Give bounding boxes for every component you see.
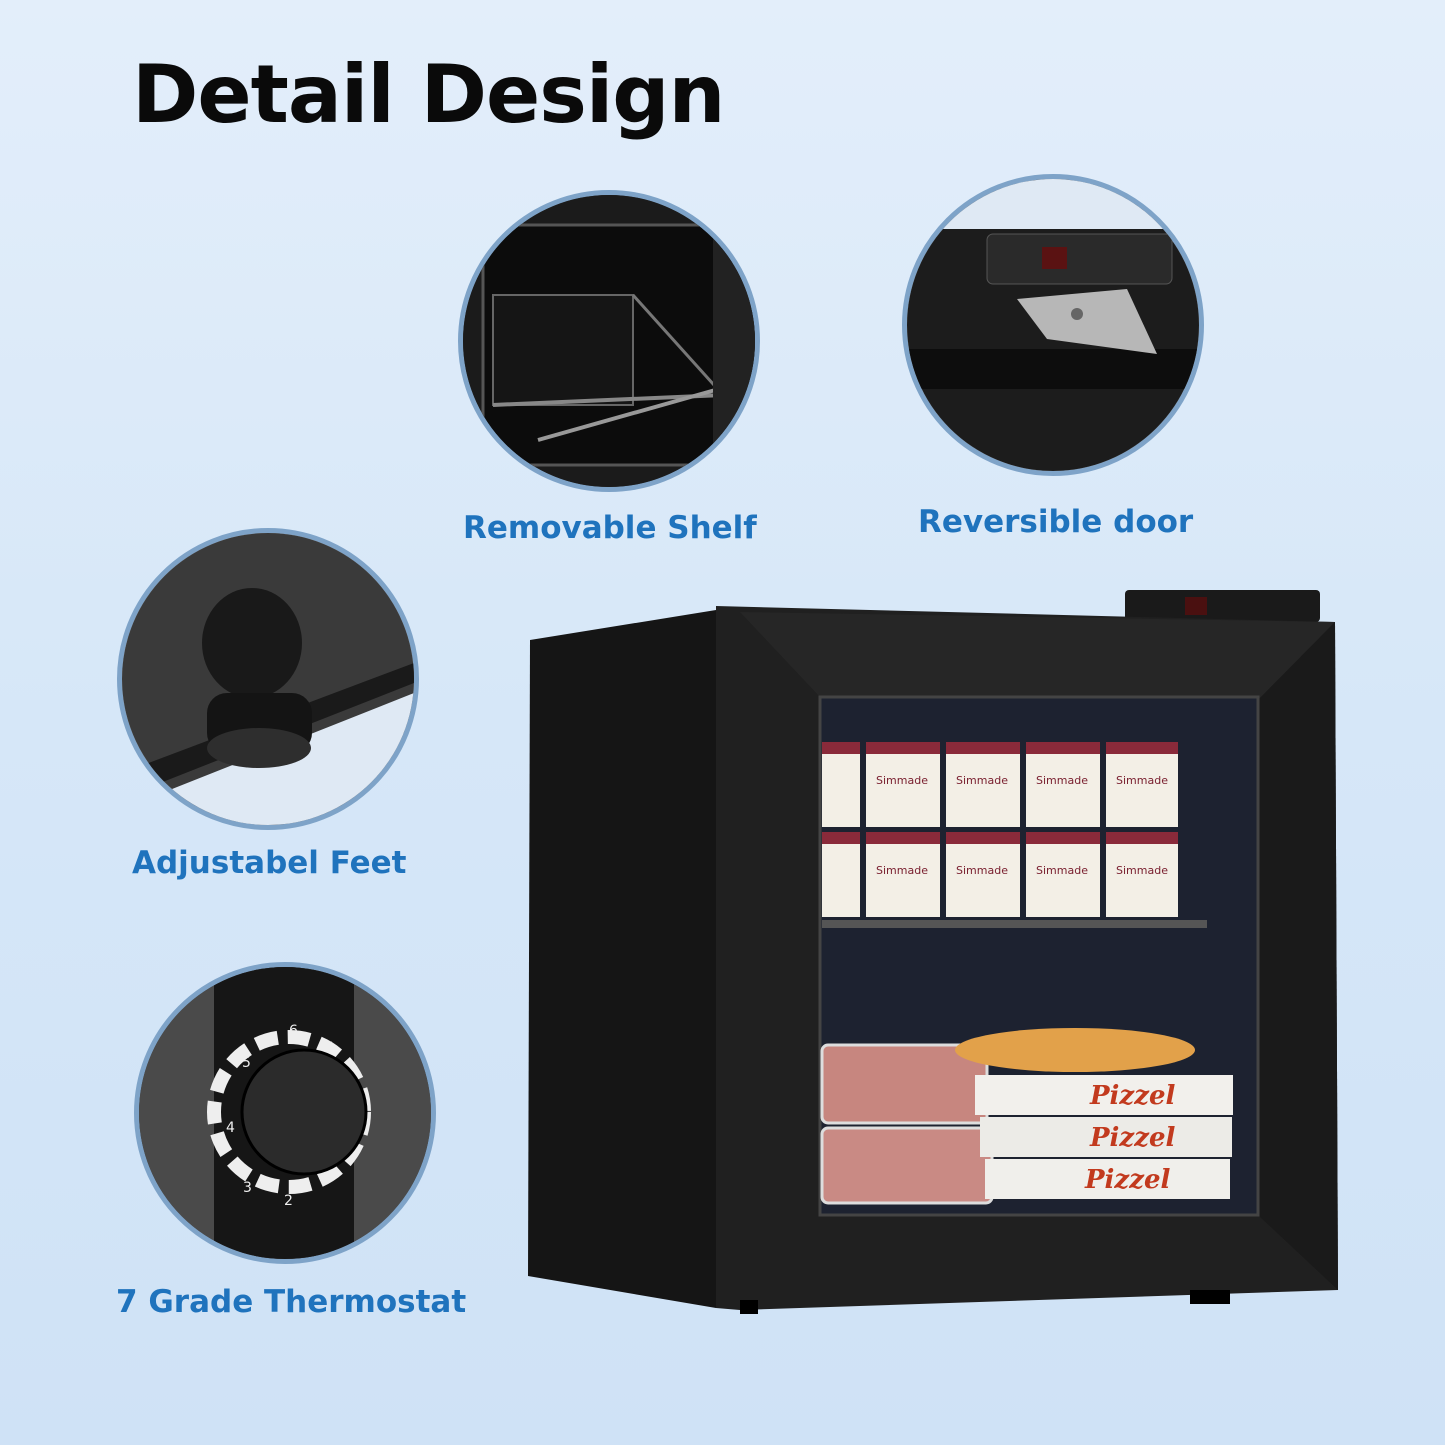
reversible-door-image — [902, 174, 1204, 476]
ice-cream-tub: Simmade — [1106, 832, 1178, 917]
pizza-brand: Pizzel — [1084, 1165, 1170, 1195]
feature-label-reversible-door: Reversible door — [918, 504, 1194, 540]
feature-label-adjustable-feet: Adjustabel Feet — [132, 845, 407, 881]
foot — [740, 1300, 758, 1314]
thermostat-image: 6 5 4 3 2 7 — [134, 962, 436, 1264]
tub-brand: Simmade — [956, 774, 1008, 787]
dial-number: 4 — [226, 1120, 235, 1136]
tub-brand: Simmade — [876, 864, 928, 877]
ice-cream-tub: Simmade — [866, 742, 940, 827]
ice-cream-tub: Simmade — [946, 832, 1020, 917]
tub-brand: Simmade — [1116, 864, 1168, 877]
page-title: Detail Design — [132, 48, 726, 141]
control-panel — [1125, 590, 1320, 622]
dial-number: 2 — [284, 1193, 293, 1209]
tub-brand: Simmade — [1116, 774, 1168, 787]
dial-number: 6 — [289, 1023, 298, 1039]
ice-cream-tub: Simmade — [1026, 742, 1100, 827]
feature-label-thermostat: 7 Grade Thermostat — [116, 1284, 467, 1320]
ice-cream-tub — [822, 742, 860, 827]
ice-cream-tub: Simmade — [1106, 742, 1178, 827]
ice-cream-tub: Simmade — [1026, 832, 1100, 917]
feature-label-removable-shelf: Removable Shelf — [463, 510, 757, 546]
side-panel — [528, 610, 716, 1308]
foot — [1190, 1290, 1230, 1304]
ice-cream-tub: Simmade — [866, 832, 940, 917]
door-hinge-icon — [907, 179, 1199, 471]
tub-brand: Simmade — [1036, 864, 1088, 877]
ice-cream-tub: Simmade — [946, 742, 1020, 827]
tub-brand: Simmade — [1036, 774, 1088, 787]
shelf — [822, 920, 1207, 928]
tub-brand: Simmade — [956, 864, 1008, 877]
power-switch-icon — [1185, 597, 1207, 615]
tub-brand: Simmade — [876, 774, 928, 787]
thermostat-dial-icon: 6 5 4 3 2 7 — [139, 967, 431, 1259]
dial-number: 7 — [324, 1040, 333, 1056]
pizza-brand: Pizzel — [1089, 1081, 1175, 1111]
adjustable-foot-icon — [122, 533, 414, 825]
pizza-boxes: Pizzel Pizzel Pizzel — [955, 1028, 1233, 1199]
pizza-brand: Pizzel — [1089, 1123, 1175, 1153]
ice-cream-tub — [822, 832, 860, 917]
shelf-icon — [463, 195, 755, 487]
dial-number: 5 — [242, 1055, 251, 1071]
removable-shelf-image — [458, 190, 760, 492]
dial-number: 3 — [243, 1180, 252, 1196]
food-container — [820, 1043, 994, 1205]
adjustable-feet-image — [117, 528, 419, 830]
